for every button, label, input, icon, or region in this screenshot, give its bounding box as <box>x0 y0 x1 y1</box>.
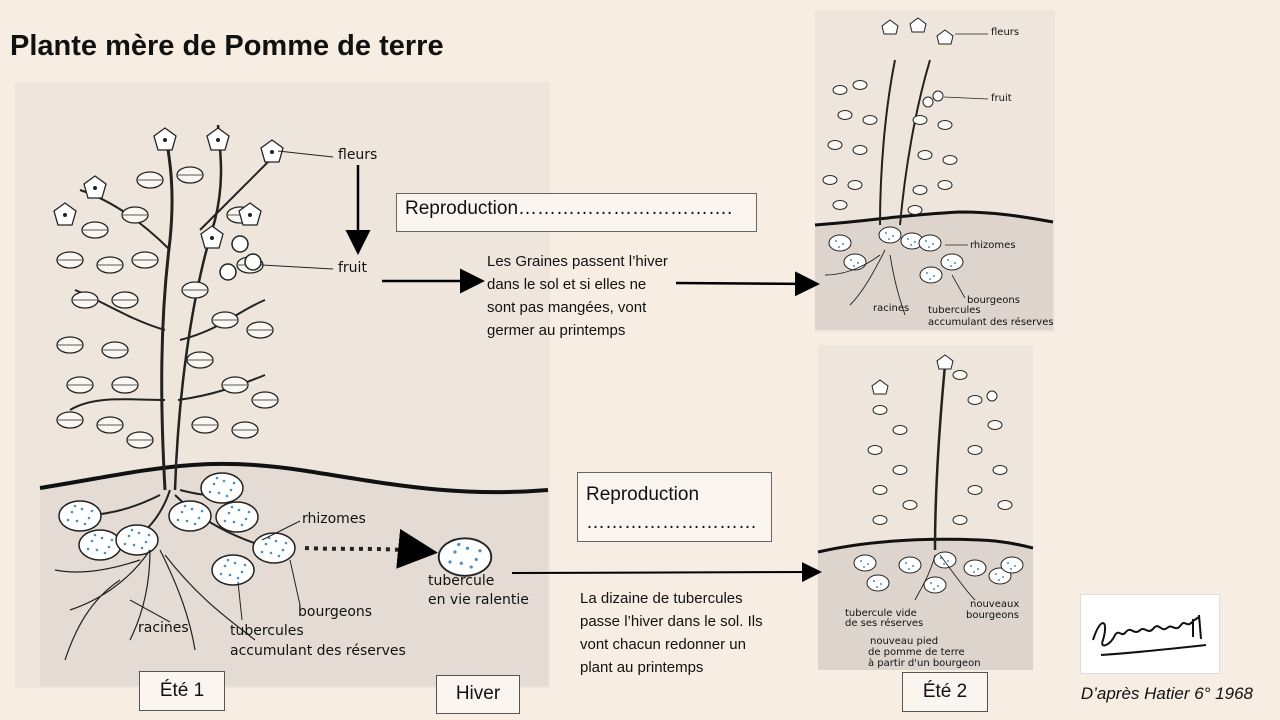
reproduction-box-tubers: Reproduction ……………………… <box>577 472 772 542</box>
note-tubers-line: vont chacun redonner un <box>580 633 763 656</box>
season-hiver: Hiver <box>436 675 520 714</box>
note-seeds-line: sont pas mangées, vont <box>487 296 668 319</box>
tr-label-rhizomes: rhizomes <box>970 241 1016 252</box>
season-ete-1: Été 1 <box>139 671 225 711</box>
reproduction-box-seeds: Reproduction……………………………. <box>396 193 757 232</box>
label-fleurs: fleurs <box>338 148 377 163</box>
top-right-plant-drawing <box>815 18 1053 330</box>
source-credit: D’après Hatier 6° 1968 <box>1081 684 1253 704</box>
note-tubers-line: plant au printemps <box>580 656 763 679</box>
br-label-nouveau-pied: nouveau pied <box>870 637 938 648</box>
label-bourgeons: bourgeons <box>298 605 372 620</box>
reproduction-box-tubers-dots: ……………………… <box>586 509 763 537</box>
note-seeds-line: Les Graines passent l’hiver <box>487 250 668 273</box>
tr-label-fleurs: fleurs <box>991 28 1019 39</box>
tr-label-racines: racines <box>873 304 909 315</box>
br-label-bourgeons: bourgeons <box>966 611 1019 622</box>
br-label-a-partir: à partir d'un bourgeon <box>868 659 981 670</box>
reproduction-box-tubers-title: Reproduction <box>586 481 763 509</box>
note-seeds-line: germer au printemps <box>487 319 668 342</box>
label-tubercule: tubercule <box>428 574 494 589</box>
note-seeds: Les Graines passent l’hiver dans le sol … <box>487 250 668 342</box>
label-fruit: fruit <box>338 261 367 276</box>
tr-label-tubercules: tubercules <box>928 306 981 317</box>
tr-label-accumulant: accumulant des réserves <box>928 318 1054 329</box>
note-tubers-line: passe l’hiver dans le sol. Ils <box>580 610 763 633</box>
br-label-nouveaux: nouveaux <box>970 600 1019 611</box>
tr-label-fruit: fruit <box>991 94 1012 105</box>
note-seeds-line: dans le sol et si elles ne <box>487 273 668 296</box>
note-tubers: La dizaine de tubercules passe l’hiver d… <box>580 587 763 679</box>
br-label-de-ses-reserves: de ses réserves <box>845 619 923 630</box>
label-vie-ralentie: en vie ralentie <box>428 593 529 608</box>
signature-image <box>1080 594 1220 674</box>
label-tubercules: tubercules <box>230 624 304 639</box>
br-label-de-pomme: de pomme de terre <box>868 648 965 659</box>
label-accumulant: accumulant des réserves <box>230 644 406 659</box>
label-racines: racines <box>138 621 189 636</box>
note-tubers-line: La dizaine de tubercules <box>580 587 763 610</box>
label-rhizomes: rhizomes <box>302 512 366 527</box>
season-ete-2: Été 2 <box>902 672 988 712</box>
